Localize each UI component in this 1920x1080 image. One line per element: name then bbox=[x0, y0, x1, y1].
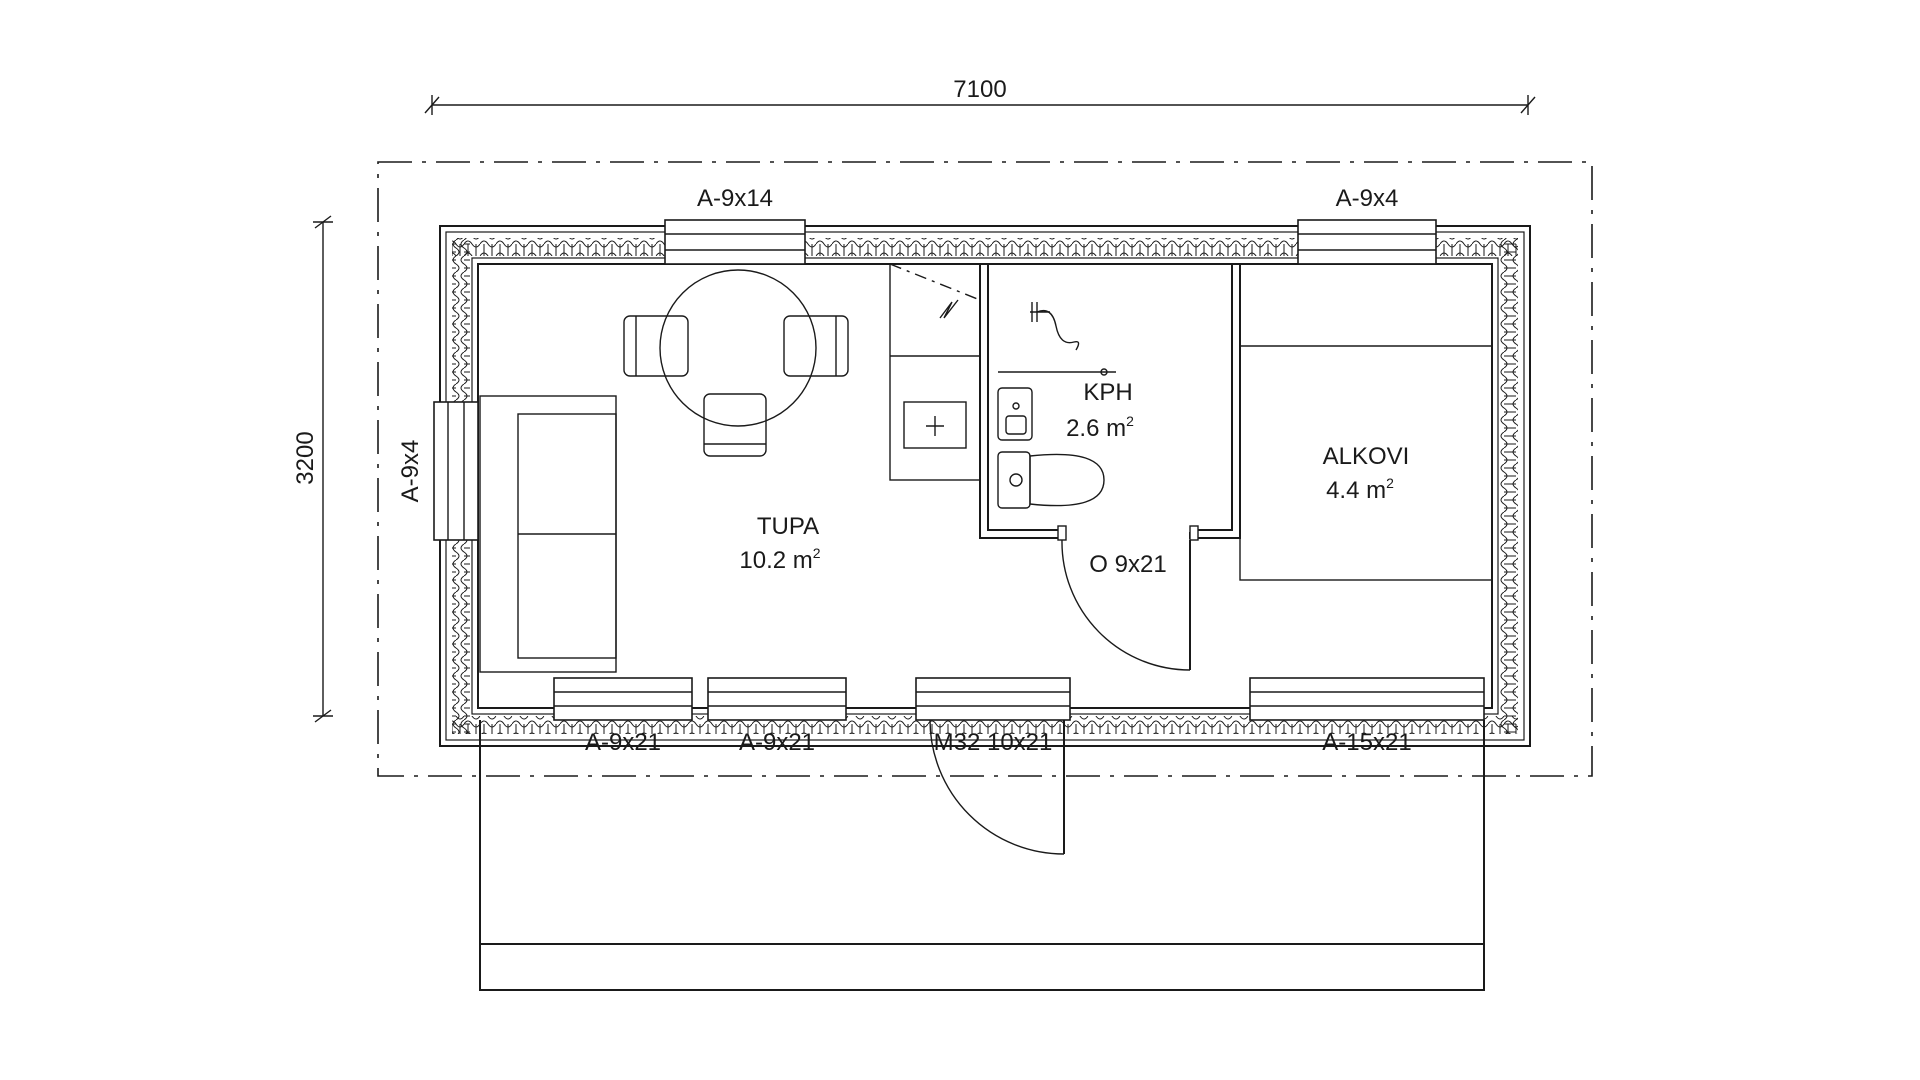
interior-door: O 9x21 bbox=[1061, 539, 1191, 671]
room-area-kph: 2.6 m bbox=[1066, 415, 1126, 442]
room-label-alkovi: ALKOVI 4.4 m2 bbox=[1323, 443, 1410, 504]
window-bottom-2-label: A-9x21 bbox=[739, 729, 815, 756]
window-left-label: A-9x4 bbox=[397, 440, 424, 503]
window-bottom-2: A-9x21 bbox=[707, 677, 847, 756]
room-name-kph: KPH bbox=[1083, 379, 1132, 406]
chair-left bbox=[623, 315, 689, 377]
window-left: A-9x4 bbox=[397, 401, 479, 541]
alcove-bed bbox=[1239, 263, 1493, 581]
room-name-tupa: TUPA bbox=[757, 513, 819, 540]
room-area-unit-alkovi: 2 bbox=[1386, 475, 1394, 491]
chair-bottom bbox=[703, 393, 767, 457]
svg-text:10.2 m2: 10.2 m2 bbox=[739, 545, 820, 574]
dining-table bbox=[623, 269, 849, 457]
window-top-left-label: A-9x14 bbox=[697, 185, 773, 212]
room-area-tupa: 10.2 m bbox=[739, 547, 812, 574]
room-name-alkovi: ALKOVI bbox=[1323, 443, 1410, 470]
dimension-height-label: 3200 bbox=[292, 431, 319, 484]
room-area-unit-kph: 2 bbox=[1126, 413, 1134, 429]
svg-text:4.4 m2: 4.4 m2 bbox=[1326, 475, 1394, 504]
bathroom-fixtures bbox=[997, 302, 1116, 509]
roof-outline bbox=[377, 161, 1593, 777]
washbasin-icon bbox=[997, 387, 1033, 441]
window-top-left: A-9x14 bbox=[664, 185, 806, 265]
svg-text:2.6 m2: 2.6 m2 bbox=[1066, 413, 1134, 442]
window-bottom-right-label: A-15x21 bbox=[1322, 729, 1411, 756]
window-bottom-1-label: A-9x21 bbox=[585, 729, 661, 756]
kitchenette bbox=[889, 263, 981, 481]
dimension-height: 3200 bbox=[292, 215, 333, 723]
interior-door-label: O 9x21 bbox=[1089, 551, 1166, 578]
room-label-tupa: TUPA 10.2 m2 bbox=[739, 513, 820, 574]
window-top-right-label: A-9x4 bbox=[1336, 185, 1399, 212]
dimension-width-label: 7100 bbox=[953, 76, 1006, 103]
window-bottom-1: A-9x21 bbox=[553, 677, 693, 756]
dimension-width: 7100 bbox=[424, 76, 1536, 115]
entrance-door-label: M32 10x21 bbox=[934, 729, 1053, 756]
chair-right bbox=[783, 315, 849, 377]
room-area-alkovi: 4.4 m bbox=[1326, 477, 1386, 504]
sofa bbox=[479, 395, 617, 673]
toilet-icon bbox=[997, 451, 1105, 509]
entrance-door: M32 10x21 bbox=[915, 677, 1071, 855]
window-bottom-right: A-15x21 bbox=[1249, 677, 1485, 756]
room-label-kph: KPH 2.6 m2 bbox=[1066, 379, 1134, 442]
terrace bbox=[479, 720, 1485, 991]
room-area-unit-tupa: 2 bbox=[813, 545, 821, 561]
window-top-right: A-9x4 bbox=[1297, 185, 1437, 265]
kitchen-sink-icon bbox=[903, 401, 967, 449]
